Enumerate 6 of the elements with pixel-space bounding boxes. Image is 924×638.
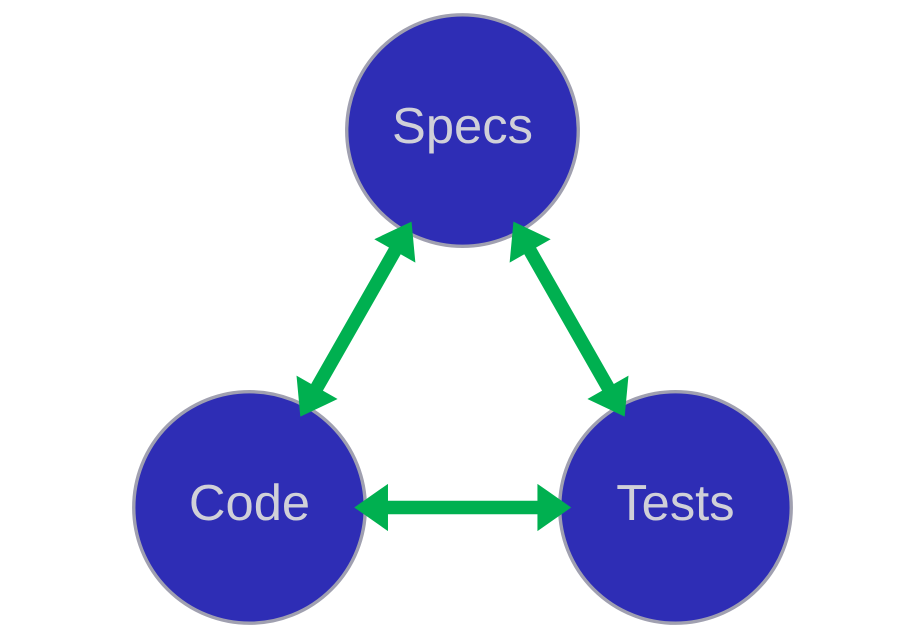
arrow: [509, 222, 628, 417]
arrow: [296, 222, 415, 417]
node-circle: Code: [132, 390, 366, 625]
node-circle: Tests: [558, 390, 792, 625]
arrow: [354, 484, 571, 532]
node-circle: Specs: [344, 13, 580, 248]
